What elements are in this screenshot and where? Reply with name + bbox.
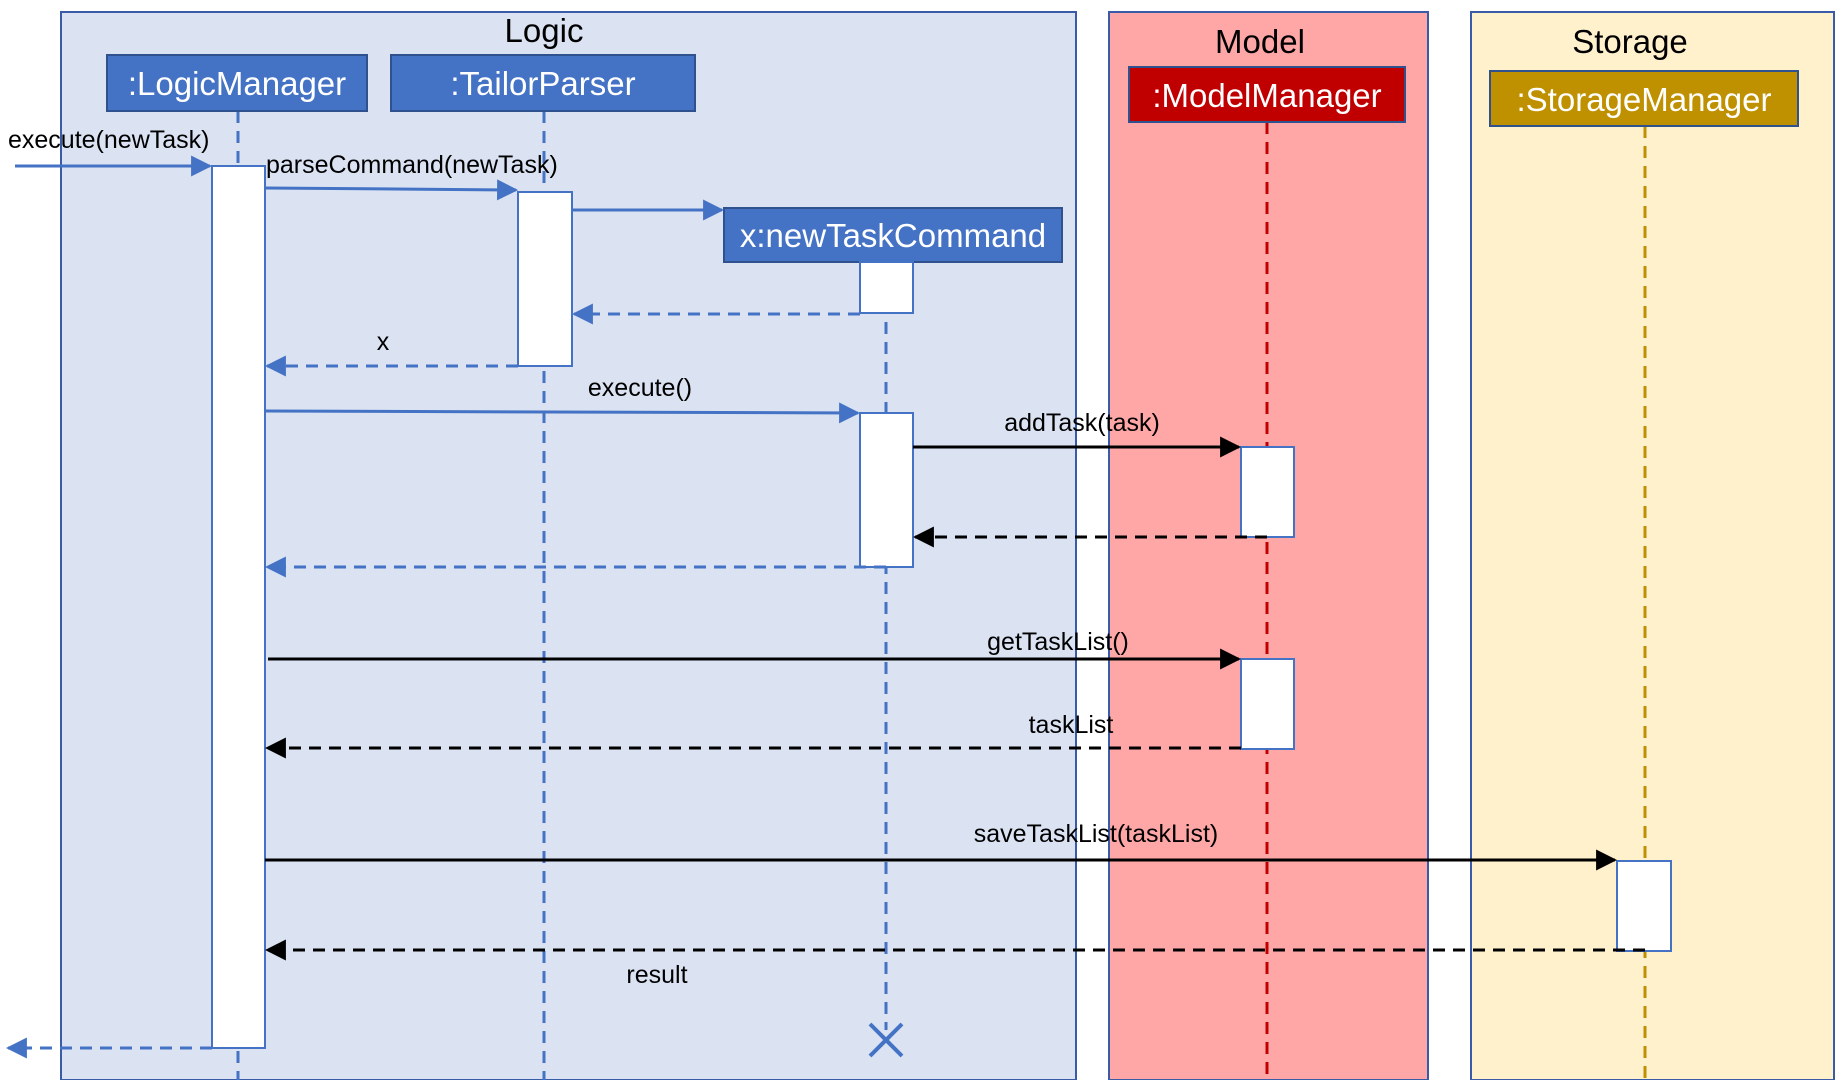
activation-logic-manager: [211, 165, 266, 1049]
lifeline-tailor-parser: :TailorParser: [390, 54, 696, 112]
lifeline-new-task-command: x:newTaskCommand: [723, 207, 1063, 263]
message-execute-label: execute(): [588, 374, 692, 402]
lifeline-new-task-command-box: [723, 207, 1063, 263]
lifeline-model-manager: :ModelManager: [1128, 66, 1406, 123]
lifeline-storage-manager-box: [1489, 70, 1799, 127]
lifeline-storage-manager-label: :StorageManager: [1517, 81, 1772, 118]
lifeline-model-manager-label: :ModelManager: [1152, 77, 1381, 114]
message-execute-new-task-label: execute(newTask): [8, 126, 209, 154]
activation-tailor-parser: [517, 191, 573, 367]
lifeline-tailor-parser-box: [390, 54, 696, 112]
message-get-task-list-label: getTaskList(): [987, 628, 1129, 656]
message-add-task-label: addTask(task): [1004, 409, 1160, 437]
message-result-label: result: [626, 961, 687, 989]
activation-new-task-command-execute: [859, 412, 914, 568]
message-save-task-list-label: saveTaskList(taskList): [974, 820, 1219, 848]
lifeline-logic-manager-label: :LogicManager: [128, 65, 346, 102]
destroy-x-icon: [868, 1022, 904, 1058]
message-execute-arrow: [264, 402, 861, 424]
activation-model-manager-add: [1240, 446, 1295, 538]
lifeline-logic-manager-box: [106, 54, 368, 112]
lifeline-new-task-command-label: x:newTaskCommand: [740, 217, 1046, 254]
activation-storage-manager: [1616, 860, 1672, 952]
frame-storage-title: Storage: [1572, 23, 1688, 60]
frame-logic-title: Logic: [505, 12, 584, 49]
frame-model-title: Model: [1215, 23, 1305, 60]
message-parse-command-label: parseCommand(newTask): [266, 151, 558, 179]
lifeline-tailor-parser-label: :TailorParser: [450, 65, 635, 102]
lifeline-model-manager-box: [1128, 66, 1406, 123]
message-parse-command-arrow: [264, 179, 519, 201]
lifeline-logic-manager: :LogicManager: [106, 54, 368, 112]
activation-model-manager-get: [1240, 658, 1295, 750]
activation-new-task-command-create: [859, 261, 914, 314]
message-return-x-label: x: [377, 328, 390, 356]
lifeline-storage-manager: :StorageManager: [1489, 70, 1799, 127]
message-task-list-label: taskList: [1029, 711, 1114, 739]
